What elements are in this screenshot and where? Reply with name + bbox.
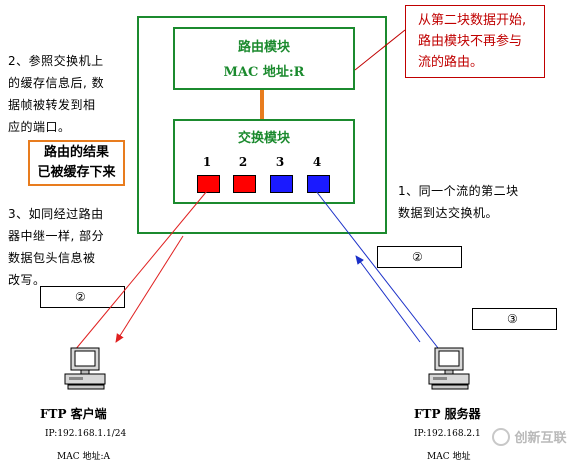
watermark-logo-icon: [492, 427, 510, 446]
port-label-2: 2: [238, 155, 248, 169]
routing-callout: 从第二块数据开始, 路由模块不再参与 流的路由。: [405, 5, 545, 78]
step1-line-1: 1、同一个流的第二块: [398, 184, 519, 198]
routing-module-mac: MAC 地址:R: [223, 65, 305, 80]
right-step-label-2: ②: [377, 246, 462, 268]
watermark: 创新互联: [492, 427, 578, 457]
red-arrow: [115, 235, 184, 343]
client-title: FTP 客户端: [40, 407, 107, 421]
port-3: [270, 175, 293, 193]
port-1: [197, 175, 220, 193]
callout-line-3: 流的路由。: [418, 55, 484, 70]
server-title: FTP 服务器: [414, 407, 481, 421]
switch-enclosure: [137, 16, 387, 234]
port-label-4: 4: [312, 155, 322, 169]
callout-pointer: [354, 29, 406, 71]
port-label-3: 3: [275, 155, 285, 169]
callout-line-1: 从第二块数据开始,: [418, 13, 527, 28]
left-step-label: ②: [40, 286, 125, 308]
red-link-line: [74, 190, 208, 351]
switching-module: 交换模块 1 2 3 4: [173, 119, 355, 204]
step3-line-3: 数据包头信息被: [8, 251, 96, 265]
step2-text: 2、参照交换机上 的缓存信息后, 数 据帧被转发到相 应的端口。: [8, 50, 133, 138]
module-connector: [260, 90, 264, 120]
step3-text: 3、如同经过路由 器中继一样, 部分 数据包头信息被 改写。: [8, 203, 133, 291]
server-ip: IP:192.168.2.1: [414, 429, 481, 439]
routing-module-title: 路由模块: [237, 40, 290, 55]
step3-line-1: 3、如同经过路由: [8, 207, 104, 221]
client-ip: IP:192.168.1.1/24: [45, 429, 127, 439]
cache-note-line-1: 路由的结果: [43, 145, 109, 160]
client-computer-icon: [64, 347, 106, 390]
step2-line-1: 2、参照交换机上: [8, 54, 104, 68]
callout-line-2: 路由模块不再参与: [418, 34, 523, 49]
port-label-1: 1: [202, 155, 212, 169]
cache-note-line-2: 已被缓存下来: [37, 165, 116, 180]
switching-module-title: 交换模块: [237, 131, 290, 146]
step2-line-4: 应的端口。: [8, 120, 71, 134]
step2-line-3: 据帧被转发到相: [8, 98, 96, 112]
port-2: [233, 175, 256, 193]
right-step-label-3-text: ③: [507, 312, 518, 326]
routing-module: 路由模块 MAC 地址:R: [173, 27, 355, 90]
blue-arrow: [355, 255, 421, 343]
step2-line-2: 的缓存信息后, 数: [8, 76, 105, 90]
server-computer-icon: [428, 347, 470, 390]
cache-note: 路由的结果 已被缓存下来: [28, 140, 125, 186]
server-mac: MAC 地址: [427, 452, 471, 462]
port-4: [307, 175, 330, 193]
right-step-label-2-text: ②: [412, 250, 423, 264]
watermark-text: 创新互联: [514, 431, 567, 446]
right-step-label-3: ③: [472, 308, 557, 330]
step1-line-2: 数据到达交换机。: [398, 206, 499, 220]
blue-link-line: [315, 190, 439, 349]
step1-text: 1、同一个流的第二块 数据到达交换机。: [398, 180, 573, 224]
step3-line-4: 改写。: [8, 273, 46, 287]
step3-line-2: 器中继一样, 部分: [8, 229, 105, 243]
client-mac: MAC 地址:A: [57, 452, 110, 462]
left-step-label-text: ②: [75, 290, 86, 304]
